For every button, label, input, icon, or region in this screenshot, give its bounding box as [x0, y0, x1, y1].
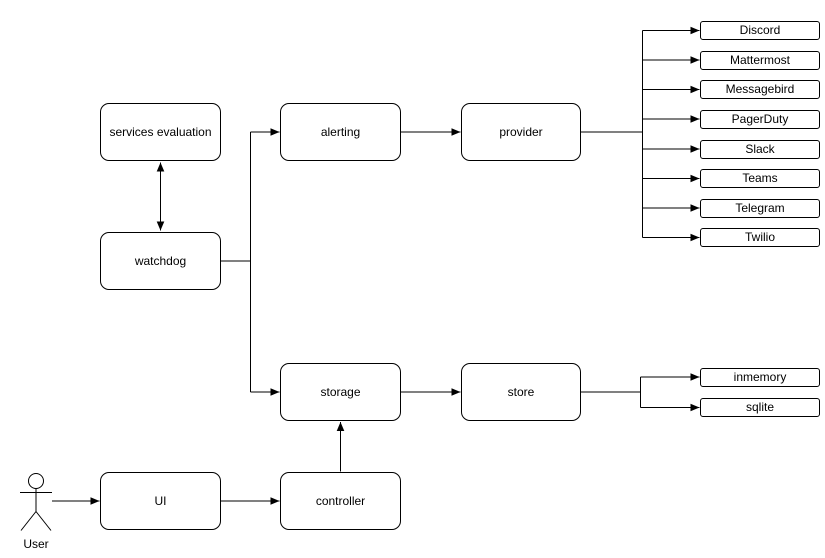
actor-head [28, 473, 44, 489]
node-provider-mattermost: Mattermost [700, 50, 820, 70]
user-actor-icon [20, 473, 52, 531]
actor-label: User [23, 537, 49, 551]
node-store: store [461, 363, 581, 421]
node-store-sqlite: sqlite [700, 398, 820, 417]
node-provider-teams: Teams [700, 169, 820, 188]
provider-fanout-edges [581, 26, 700, 242]
actor-left-leg [20, 511, 37, 531]
node-store-inmemory: inmemory [700, 367, 820, 387]
node-provider-messagebird: Messagebird [700, 80, 820, 99]
node-storage: storage [280, 363, 401, 421]
node-watchdog: watchdog [100, 232, 221, 290]
node-provider-slack: Slack [700, 139, 820, 159]
node-controller: controller [280, 472, 401, 530]
actor-right-leg [35, 511, 52, 531]
node-provider: provider [461, 103, 581, 161]
node-alerting: alerting [280, 103, 401, 161]
node-services-evaluation: services evaluation [100, 103, 221, 161]
node-ui: UI [100, 472, 221, 530]
node-provider-telegram: Telegram [700, 198, 820, 218]
node-provider-pagerduty: PagerDuty [700, 109, 820, 129]
store-fanout-edges [581, 373, 700, 412]
node-provider-discord: Discord [700, 21, 820, 40]
node-provider-twilio: Twilio [700, 228, 820, 247]
